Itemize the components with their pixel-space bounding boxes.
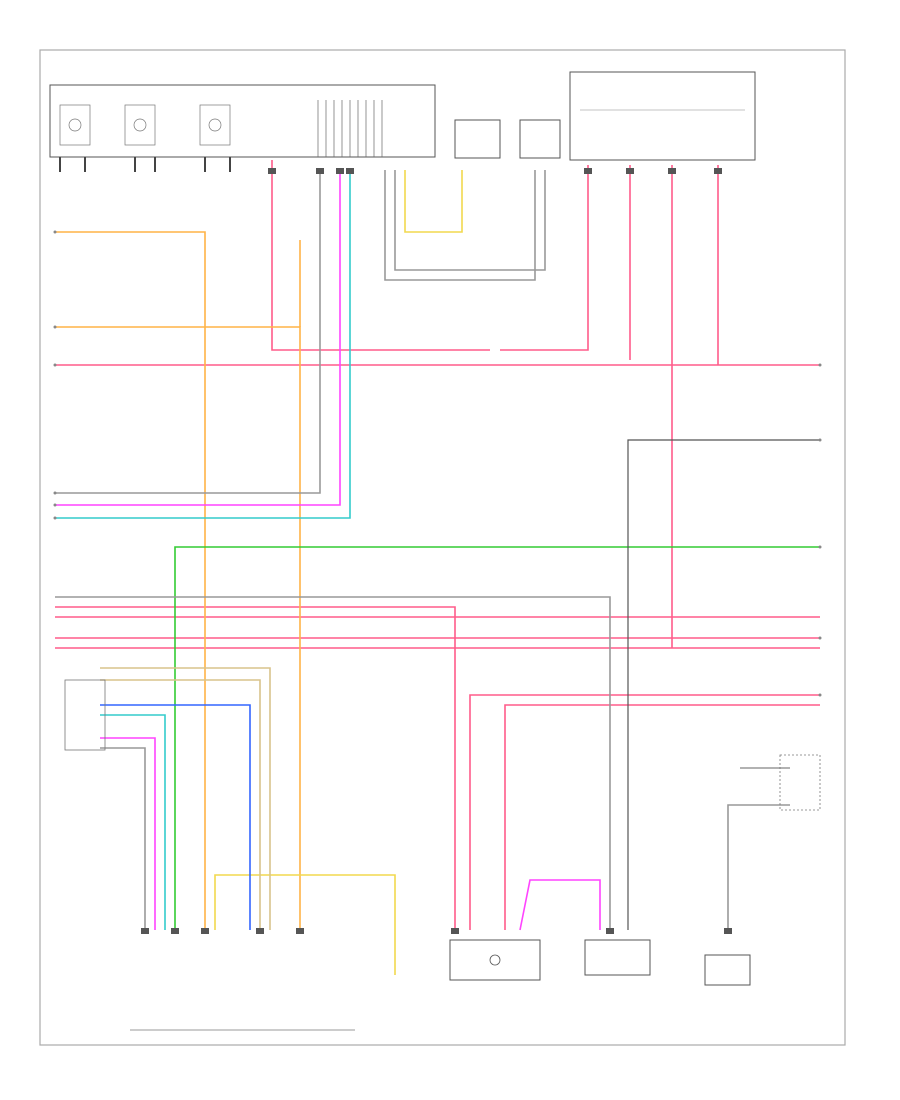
wire-end-markers [53,230,822,697]
wire-gray-5 [100,747,146,930]
ecm-top-module [49,84,436,172]
wire-cyan-1 [55,170,351,519]
wire-yellow-1 [404,170,463,233]
wire-blue-1 [100,704,251,930]
fuse-block [569,71,756,161]
wire-pink-12 [504,704,820,930]
wire-orange-2 [55,326,301,930]
wire-yellow-2 [214,874,396,975]
wire-pink-11 [469,694,820,930]
wire-magenta-2 [519,879,601,931]
wire-orange-1 [55,231,206,930]
connector-terminals [141,168,732,934]
wire-pink-1 [271,160,490,351]
wire-gray-1 [55,596,611,930]
wire-gray-4 [384,170,536,281]
wire-magenta-1 [55,170,341,506]
actuator-bottom-2 [584,939,651,976]
switch-right [779,754,821,811]
ecm-pins [317,100,383,157]
wire-gray-3 [394,170,546,271]
connector-a [454,119,501,159]
ground-bottom [704,954,751,986]
wire-gray-6 [727,804,790,930]
actuator-bottom-1 [449,939,541,981]
diagram-frame [39,49,846,1046]
sensor-left [64,679,106,751]
wire-black-1 [627,439,820,930]
connector-b [519,119,561,159]
wire-harness [55,160,820,975]
wire-pink-3 [500,165,589,351]
wire-pink-7 [55,606,456,930]
wire-cyan-2 [100,714,166,930]
wire-gray-2 [55,170,321,494]
wire-tan-2 [100,679,261,930]
wire-green-1 [174,546,820,930]
wire-tan-1 [100,667,271,930]
wire-magenta-3 [100,737,156,930]
